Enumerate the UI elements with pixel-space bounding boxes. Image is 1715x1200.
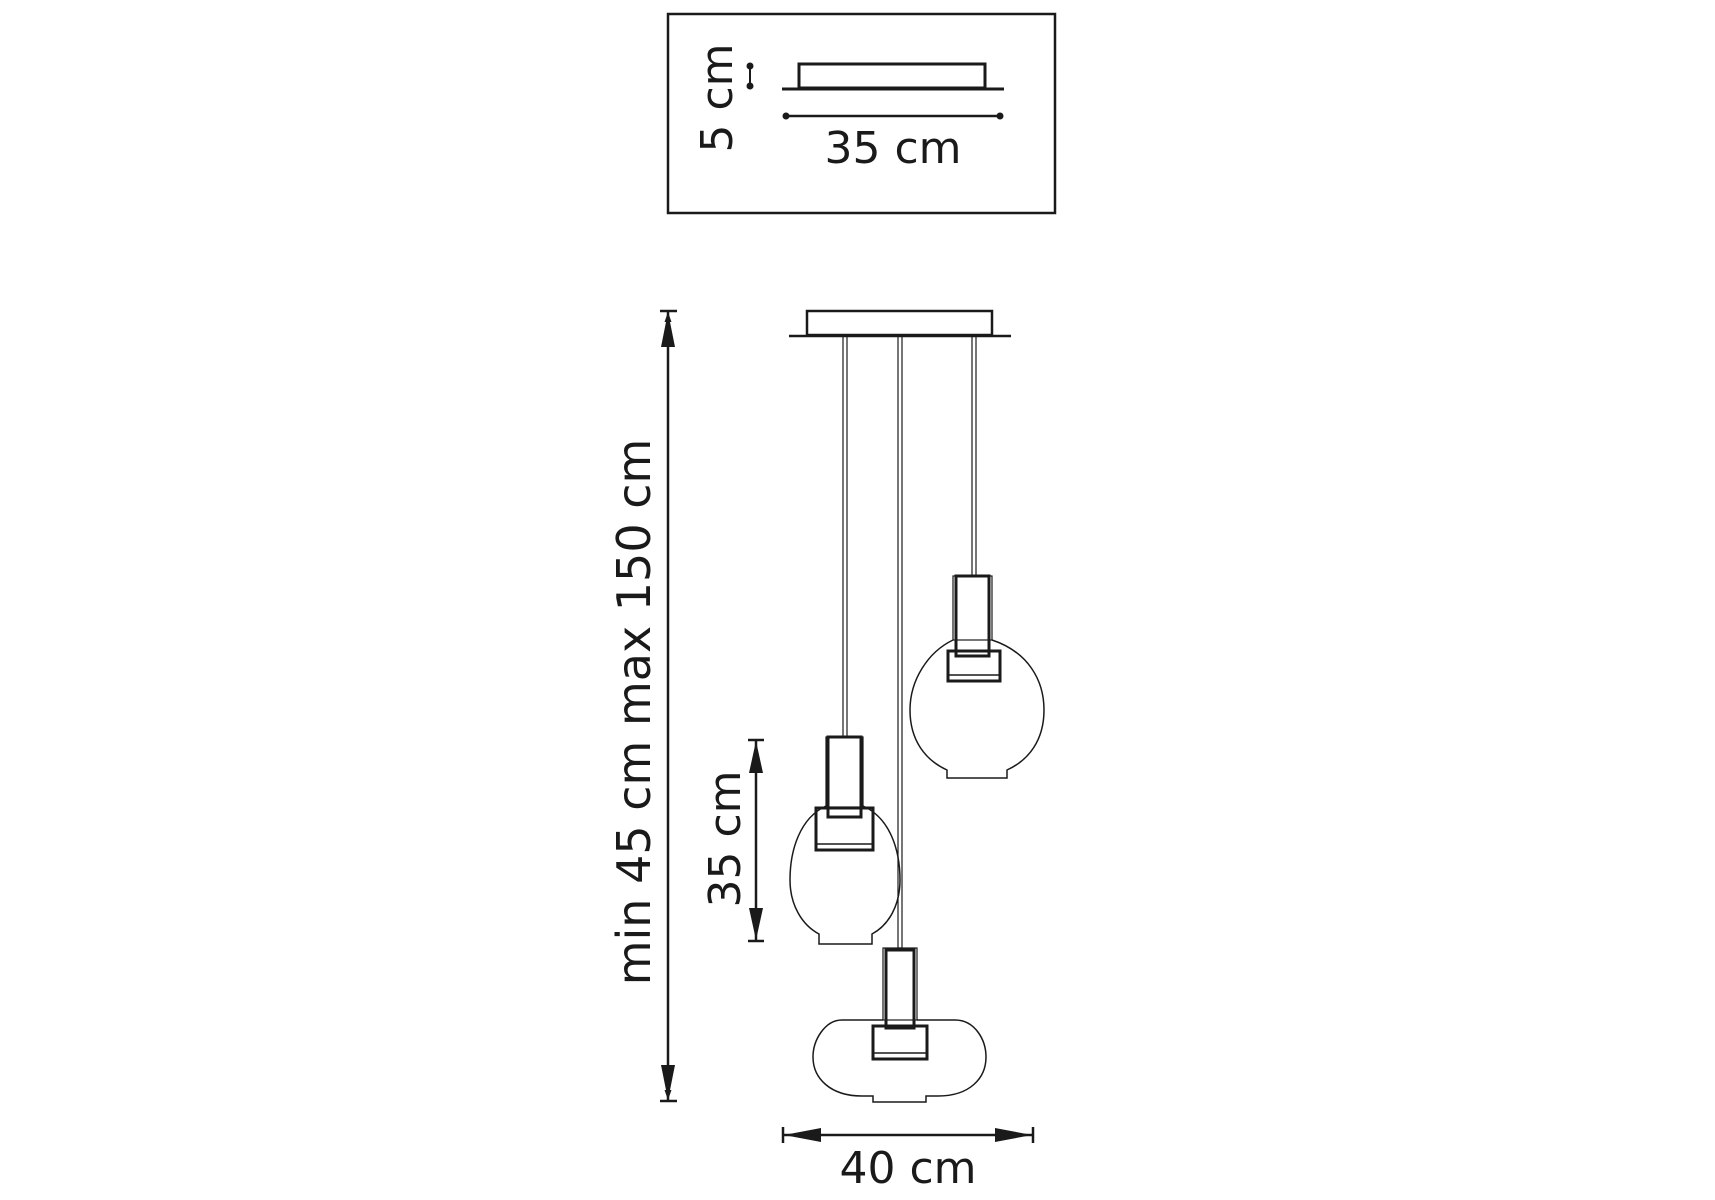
canopy-height-label: 5 cm: [692, 43, 743, 152]
canopy-inset: 35 cm 5 cm: [666, 12, 1057, 215]
shade-height-dimension: 35 cm: [700, 738, 764, 943]
overall-width-dimension: 40 cm: [781, 1127, 1035, 1194]
canopy-width-label: 35 cm: [824, 123, 961, 174]
pendant-shade-left: [789, 735, 901, 945]
pendant-shade-right: [909, 574, 1045, 779]
inset-frame: [666, 12, 1057, 215]
drop-length-label: min 45 cm max 150 cm: [607, 439, 661, 986]
shade-height-label: 35 cm: [700, 770, 751, 907]
canopy: [789, 309, 1011, 338]
overall-width-label: 40 cm: [839, 1143, 976, 1194]
drop-dimension: min 45 cm max 150 cm: [607, 309, 677, 1103]
canopy-side-view: [797, 62, 987, 90]
pendant-shade-bottom: [812, 947, 987, 1103]
